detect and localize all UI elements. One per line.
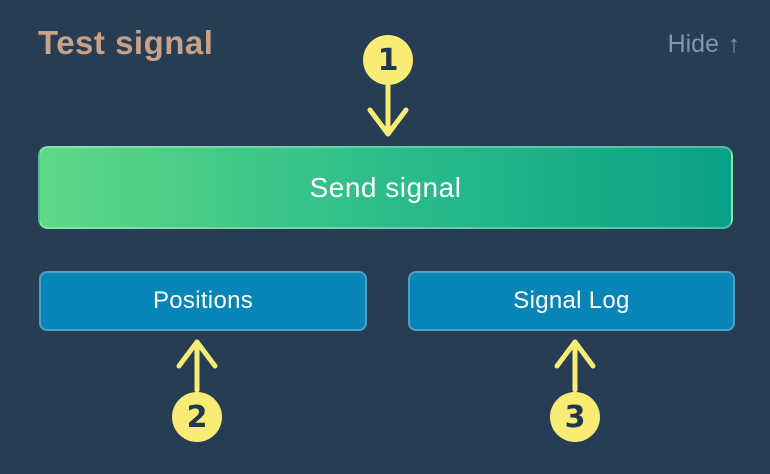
callout-3-number: 3: [564, 399, 586, 435]
callout-badge-3: 3: [550, 392, 600, 442]
send-signal-button-label: Send signal: [309, 171, 462, 203]
positions-button[interactable]: Positions: [39, 271, 367, 331]
send-signal-button[interactable]: Send signal: [38, 146, 733, 229]
hide-toggle-label: Hide: [667, 30, 719, 58]
callout-2-arrow-up-icon: [176, 339, 218, 393]
positions-button-label: Positions: [152, 287, 254, 314]
page-title: Test signal: [38, 24, 214, 61]
callout-1-arrow-down-icon: [367, 83, 409, 137]
hide-toggle[interactable]: Hide ↑: [668, 30, 740, 59]
callout-badge-1: 1: [363, 35, 413, 85]
callout-3-arrow-up-icon: [554, 339, 596, 393]
arrow-up-icon: ↑: [728, 30, 740, 58]
callout-2-number: 2: [186, 399, 208, 435]
signal-log-button-label: Signal Log: [513, 287, 630, 314]
signal-log-button[interactable]: Signal Log: [408, 271, 735, 331]
callout-1-number: 1: [377, 42, 399, 78]
callout-badge-2: 2: [172, 392, 222, 442]
